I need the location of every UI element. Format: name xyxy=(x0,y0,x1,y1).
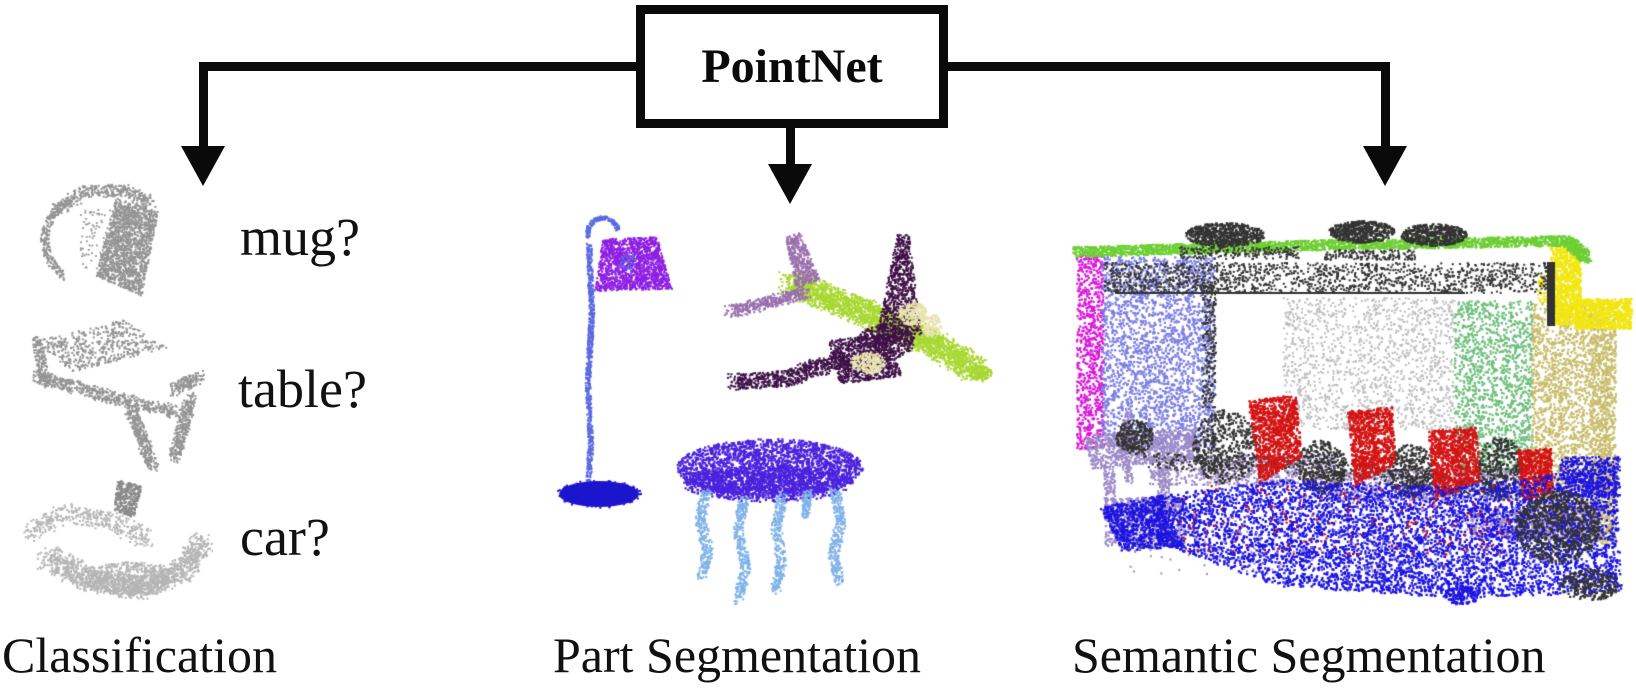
branch-label-semantic-segmentation: Semantic Segmentation xyxy=(1072,627,1546,683)
arrow-down-classification-icon xyxy=(181,146,225,186)
connector-left-horizontal xyxy=(199,62,636,71)
question-label-car: car? xyxy=(240,507,330,567)
pointnet-box-label: PointNet xyxy=(701,40,883,93)
arrow-down-part-segmentation-icon xyxy=(768,164,812,204)
room-semantic-segmented-cloud xyxy=(1030,195,1636,607)
table-part-segmented-cloud xyxy=(648,428,873,613)
connector-right-vertical xyxy=(1381,62,1390,148)
pointnet-box: PointNet xyxy=(636,5,948,128)
car-point-cloud xyxy=(18,478,213,608)
question-label-table: table? xyxy=(238,359,367,419)
branch-label-part-segmentation: Part Segmentation xyxy=(553,627,921,683)
table-point-cloud xyxy=(25,312,205,472)
question-label-mug: mug? xyxy=(240,207,360,267)
mug-point-cloud xyxy=(30,178,180,303)
branch-label-classification: Classification xyxy=(2,627,277,683)
connector-right-horizontal xyxy=(948,62,1385,71)
connector-middle-vertical xyxy=(786,126,795,166)
airplane-part-segmented-cloud xyxy=(700,218,1000,403)
connector-left-vertical xyxy=(199,62,208,148)
arrow-down-semantic-segmentation-icon xyxy=(1363,146,1407,186)
